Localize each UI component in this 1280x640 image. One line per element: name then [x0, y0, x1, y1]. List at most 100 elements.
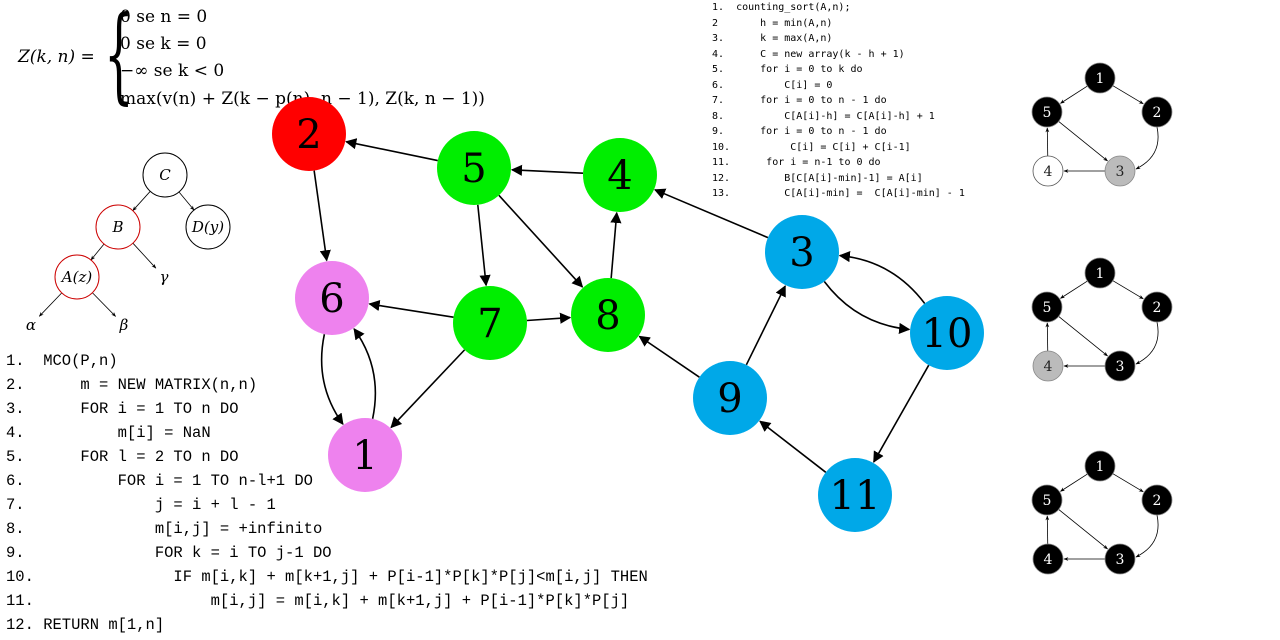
small-graph-node	[1032, 155, 1064, 187]
small-graph-node	[1104, 350, 1136, 382]
code-line: 12. B[C[A[i]-min]-1] = A[i]	[712, 172, 923, 184]
graph-edge	[838, 250, 926, 304]
small-graph-node-label: 1	[1096, 266, 1105, 282]
small-graph-edge	[1112, 280, 1144, 300]
code-line: 1. MCO(P,n)	[6, 352, 118, 370]
code-line: 11. for i = n-1 to 0 do	[712, 157, 881, 168]
small-graph-node	[1141, 484, 1173, 516]
graph-node-label: 4	[607, 153, 632, 199]
tree-node-label: β	[119, 316, 129, 334]
graph-edge	[368, 299, 454, 319]
graph-edge	[653, 188, 769, 239]
code-line: 8. m[i,j] = +infinito	[6, 520, 323, 538]
graph-node-label: 1	[352, 433, 377, 479]
code-line: 4. m[i] = NaN	[6, 424, 211, 442]
small-graph-node	[1141, 96, 1173, 128]
graph-node-label: 2	[296, 112, 321, 158]
formula-case: 0 se n = 0	[120, 7, 208, 27]
small-graph-node	[1031, 291, 1063, 323]
graph-edge	[745, 285, 786, 366]
small-graph-node	[1084, 62, 1116, 94]
small-graph-node-label: 1	[1096, 71, 1105, 87]
mco-code: 1. MCO(P,n)2. m = NEW MATRIX(n,n)3. FOR …	[6, 349, 648, 637]
graph-node-label: 9	[717, 376, 742, 422]
small-graph-edge	[1058, 509, 1108, 550]
graph-edge	[638, 335, 700, 378]
small-graph-edge	[1058, 316, 1108, 357]
graph-edge	[498, 194, 584, 288]
small-graph-edge	[1060, 280, 1088, 299]
graph-node-label: 10	[922, 311, 973, 357]
small-graph-node-label: 3	[1116, 359, 1125, 375]
graph-node-11	[818, 458, 892, 532]
graph-node-7	[453, 286, 527, 360]
tree-edge	[38, 292, 63, 317]
graph-node-8	[571, 278, 645, 352]
small-graph-node-label: 4	[1044, 164, 1053, 180]
graph-edge	[477, 204, 491, 287]
small-graph-node	[1031, 484, 1063, 516]
graph-edge	[313, 170, 331, 262]
tree-node-label: A(z)	[60, 268, 93, 286]
code-line: 12. RETURN m[1,n]	[6, 616, 165, 634]
graph-edge	[759, 420, 827, 473]
graph-edge	[873, 364, 930, 463]
graph-edge	[345, 138, 438, 162]
graph-node-9	[693, 361, 767, 435]
small-graph-node	[1084, 257, 1116, 289]
tree-node-label: α	[26, 316, 36, 334]
small-graph-edge	[1060, 85, 1088, 104]
small-graph-node-label: 2	[1153, 300, 1162, 316]
graph-node-label: 6	[319, 276, 344, 322]
graph-edge	[390, 349, 466, 429]
small-graph-node-label: 5	[1043, 300, 1052, 316]
graph-node-4	[583, 138, 657, 212]
code-line: 6. FOR i = 1 TO n-l+1 DO	[6, 472, 313, 490]
small-graph-node	[1104, 543, 1136, 575]
code-line: 4. C = new array(k - h + 1)	[712, 48, 905, 60]
graph-edge	[353, 327, 377, 419]
formula-lhs: Z(k, n) =	[18, 47, 95, 67]
formula-case: −∞ se k < 0	[120, 61, 225, 81]
graph-node-label: 7	[477, 301, 502, 347]
small-graph-node	[1032, 350, 1064, 382]
graph-node-10	[910, 296, 984, 370]
code-line: 3. FOR i = 1 TO n DO	[6, 400, 239, 418]
graph-edge	[320, 334, 344, 426]
graph-edge	[526, 312, 572, 324]
small-graph-edge	[1112, 85, 1144, 105]
small-graph-edge	[1058, 121, 1108, 162]
tree-edge	[132, 191, 151, 212]
tree-node-label: γ	[160, 268, 169, 286]
graph-edge	[610, 211, 622, 279]
small-graph-node	[1141, 291, 1173, 323]
code-line: 5. for i = 0 to k do	[712, 64, 863, 75]
tree-node-circle	[95, 204, 141, 250]
code-line: 6. C[i] = 0	[712, 79, 833, 91]
small-graph-edge	[1135, 321, 1159, 365]
graph-node-label: 11	[830, 473, 881, 519]
code-line: 7. for i = 0 to n - 1 do	[712, 95, 887, 106]
tree-node-label: C	[159, 166, 171, 184]
small-graph-node	[1031, 96, 1063, 128]
tree-edge	[178, 191, 195, 211]
graph-node-label: 5	[461, 146, 486, 192]
graph-node-2	[272, 97, 346, 171]
code-line: 10. IF m[i,k] + m[k+1,j] + P[i-1]*P[k]*P…	[6, 568, 648, 586]
small-graph-2: 1 2 3 4 5	[1031, 257, 1173, 382]
tree-node-circle	[142, 152, 188, 198]
small-graph-node-label: 4	[1044, 359, 1053, 375]
formula-brace: {	[104, 0, 134, 115]
small-graph-edge	[1135, 126, 1159, 170]
small-graph-node-label: 2	[1153, 105, 1162, 121]
small-graph-node-label: 1	[1096, 459, 1105, 475]
code-line: 7. j = i + l - 1	[6, 496, 276, 514]
formula-case: 0 se k = 0	[120, 34, 207, 54]
code-line: 1. counting_sort(A,n);	[712, 2, 851, 13]
graph-node-3	[765, 215, 839, 289]
small-graph-node-label: 2	[1153, 493, 1162, 509]
code-line: 9. for i = 0 to n - 1 do	[712, 126, 887, 137]
code-line: 13. C[A[i]-min] = C[A[i]-min] - 1	[712, 188, 965, 199]
tree-node-circle	[54, 254, 100, 300]
